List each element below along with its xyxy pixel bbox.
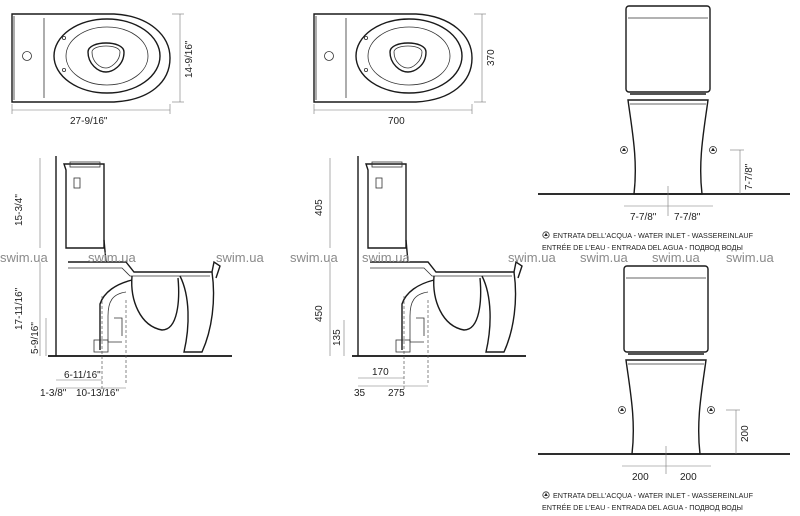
dim-front-left-imperial: 7-7/8" — [630, 212, 657, 223]
dim-tank-height-metric: 405 — [314, 199, 325, 216]
watermark: swim.ua — [290, 250, 338, 265]
legend-line-1: ENTRATA DELL'ACQUA - WATER INLET - WASSE… — [553, 231, 754, 240]
water-inlet-legend-icon — [542, 231, 550, 239]
legend-line-2: ENTRÉE DE L'EAU - ENTRADA DEL AGUA - ПОД… — [542, 243, 743, 252]
watermark: swim.ua — [508, 250, 556, 265]
watermark: swim.ua — [216, 250, 264, 265]
dim-inlet-height-metric: 200 — [740, 425, 751, 442]
dim-top-width-imperial: 14-9/16" — [184, 40, 195, 78]
side-view-imperial: 15-3/4" 17-11/16" 5-9/16" 6-11/16" 1-3/8… — [14, 156, 232, 399]
dim-bowl-height-imperial: 17-11/16" — [14, 287, 25, 330]
dim-outlet-distance-imperial: 6-11/16" — [64, 370, 101, 381]
water-inlet-icon — [620, 146, 628, 154]
top-view-imperial: 27-9/16" 14-9/16" — [11, 13, 195, 127]
side-view-metric: 405 450 135 170 35 275 — [314, 156, 526, 399]
water-inlet-legend-icon — [542, 491, 550, 499]
watermark: swim.ua — [652, 250, 700, 265]
watermark: swim.ua — [726, 250, 774, 265]
legend-line-2: ENTRÉE DE L'EAU - ENTRADA DEL AGUA - ПОД… — [542, 503, 743, 512]
dim-top-length-metric: 700 — [388, 116, 405, 127]
water-inlet-icon — [709, 146, 717, 154]
front-view-imperial: 7-7/8" 7-7/8" 7-7/8" ENTRATA DELL'ACQUA … — [538, 5, 790, 252]
dim-wall-offset-imperial: 1-3/8" — [40, 388, 67, 399]
dim-bowl-height-metric: 450 — [314, 305, 325, 322]
dim-top-width-metric: 370 — [486, 49, 497, 66]
watermark: swim.ua — [0, 250, 48, 265]
water-inlet-icon — [707, 406, 715, 414]
front-view-metric: 200 200 200 ENTRATA DELL'ACQUA - WATER I… — [538, 265, 790, 512]
dim-outlet-distance-metric: 170 — [372, 367, 389, 378]
dim-outlet-max-metric: 275 — [388, 388, 405, 399]
dim-front-right-metric: 200 — [680, 472, 697, 483]
watermark-row: swim.ua swim.ua swim.ua swim.ua swim.ua … — [0, 250, 774, 265]
dim-outlet-height-imperial: 5-9/16" — [30, 322, 41, 354]
dim-inlet-height-imperial: 7-7/8" — [744, 163, 755, 190]
legend-line-1: ENTRATA DELL'ACQUA - WATER INLET - WASSE… — [553, 491, 754, 500]
top-view-metric: 700 370 — [313, 13, 497, 127]
watermark: swim.ua — [580, 250, 628, 265]
dim-front-left-metric: 200 — [632, 472, 649, 483]
dim-outlet-height-metric: 135 — [332, 329, 343, 346]
dim-tank-height-imperial: 15-3/4" — [14, 194, 25, 226]
dim-wall-offset-metric: 35 — [354, 388, 366, 399]
watermark: swim.ua — [88, 250, 136, 265]
dim-top-length-imperial: 27-9/16" — [70, 116, 108, 127]
watermark: swim.ua — [362, 250, 410, 265]
water-inlet-icon — [618, 406, 626, 414]
dim-front-right-imperial: 7-7/8" — [674, 212, 701, 223]
dim-outlet-max-imperial: 10-13/16" — [76, 388, 119, 399]
